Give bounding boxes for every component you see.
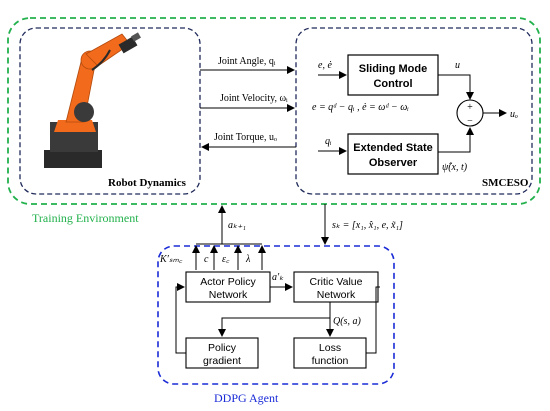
error-equation: e = qᵈ − qᵢ , ė = ωᵈ − ωᵢ [312,102,409,113]
eso-label-2: Observer [369,157,418,169]
eso-block [347,133,439,175]
sum-output-label: uₒ [510,109,518,120]
actor-label-2: Network [209,289,248,301]
actor-policy-block [185,271,271,303]
critic-label-1: Critic Value [310,276,363,288]
eso-input-label: qᵢ [325,136,332,147]
ddpg-agent-box [157,245,395,385]
policy-label-2: gradient [203,355,241,367]
action-prime-label: a′ₖ [272,272,284,283]
smceso-box [295,27,533,195]
critic-label-2: Network [317,289,356,301]
policy-label-1: Policy [208,342,237,354]
param-epsilon: ε꜀ [222,254,230,265]
sum-minus: − [467,116,473,127]
smceso-label: SMCESO [482,177,529,189]
eso-label-1: Extended State [353,142,432,154]
q-label: Q(s, a) [333,316,361,327]
ddpg-agent-label: DDPG Agent [214,391,279,405]
eso-output-label: ψ̂(x, t) [442,162,468,173]
joint-angle-label: Joint Angle, qᵢ [218,56,276,67]
action-label: aₖ₊₁ [228,220,246,231]
joint-torque-label: Joint Torque, uₒ [214,132,277,143]
loss-label-2: function [312,355,349,367]
actor-label-1: Actor Policy [200,276,256,288]
smc-output-label: u [455,60,460,71]
critic-value-block [293,271,379,303]
smc-label-1: Sliding Mode [359,63,427,75]
smc-label-2: Control [373,78,412,90]
param-lambda: λ [245,254,251,265]
sliding-mode-control-block [347,54,439,96]
state-label: sₖ = [x₁, x̂₁, e, x̃₁] [332,220,403,231]
robot-dynamics-box [19,27,201,195]
smc-output-arrow [438,74,474,100]
eso-output-arrow [438,127,474,153]
param-k-smc: K′ₛₘ꜀ [159,254,183,265]
robot-arm-image [44,32,141,168]
robot-dynamics-label: Robot Dynamics [108,177,187,189]
loss-function-block [293,337,367,369]
loss-label-1: Loss [319,342,341,354]
policy-to-actor-arrow [175,283,186,354]
sum-plus: + [467,102,473,113]
joint-velocity-label: Joint Velocity, ωᵢ [220,93,288,104]
smc-input-label: e, ė [318,60,332,71]
training-environment-box [7,17,541,205]
q-to-policy-arrow [218,317,330,337]
training-environment-label: Training Environment [32,211,139,225]
param-c: c [204,254,209,265]
